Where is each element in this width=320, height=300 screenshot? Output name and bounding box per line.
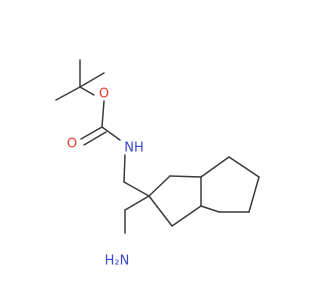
bond-carbonyl-double-2	[83, 131, 107, 146]
quaternary-carbon-bonds	[123, 181, 150, 234]
bond-ring-c2-c3	[248, 176, 260, 213]
bond-carbonyl-double-1	[80, 126, 103, 140]
bond-ring-upper-fusion-top	[169, 175, 202, 178]
bond-n-ch2	[123, 154, 126, 183]
bond-ring-c4-fusion-bottom	[200, 205, 220, 213]
atom-nh2-amine: H₂N	[105, 254, 130, 269]
carbamate-group	[80, 100, 126, 183]
bond-o-carbonyl-carbon	[101, 100, 105, 128]
bond-ring-q-upper	[148, 175, 171, 197]
tert-butyl-group	[55, 59, 105, 101]
atom-o-ether: O	[99, 87, 109, 102]
bond-quaternary-ch2-amine	[124, 195, 150, 211]
bond-carbonyl-carbon-n	[101, 126, 121, 141]
bond-tbu-c-o	[79, 86, 95, 96]
bond-tbu-c-methyl-left	[55, 86, 81, 101]
bond-ring-fusion-bottom-lower	[171, 205, 202, 227]
bond-ch2-quaternary	[123, 181, 150, 197]
molecule-structure-diagram: O O NH H₂N	[55, 59, 260, 269]
octahydropentalene-ring	[148, 156, 260, 227]
atom-nh-carbamate: NH	[124, 141, 144, 156]
bond-ring-lower-q	[148, 195, 173, 227]
atom-o-carbonyl: O	[67, 137, 77, 152]
bond-ring-c1-c2	[228, 156, 260, 178]
bond-ring-fusion-top-c1	[200, 156, 230, 178]
bond-tbu-c-methyl-right	[79, 72, 105, 88]
